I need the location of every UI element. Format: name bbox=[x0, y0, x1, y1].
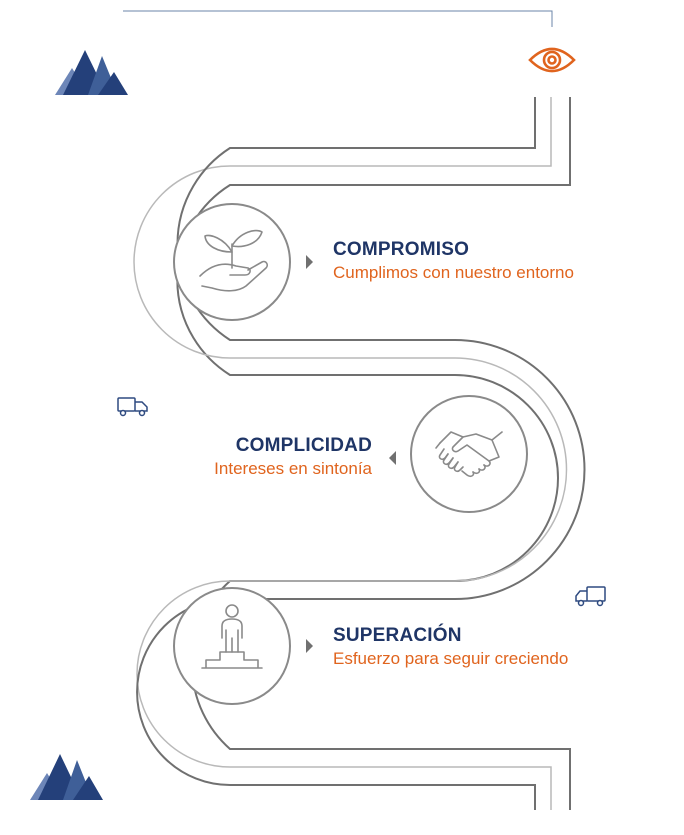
value-circle bbox=[410, 395, 528, 513]
value-title: COMPLICIDAD bbox=[235, 435, 372, 456]
pointer-arrow bbox=[306, 255, 313, 269]
handshake-icon bbox=[435, 431, 503, 478]
plant-in-hand-icon bbox=[199, 229, 269, 292]
mountains-icon bbox=[30, 754, 103, 800]
eye-icon bbox=[528, 47, 576, 73]
value-title: COMPROMISO bbox=[333, 239, 470, 260]
value-subtitle: Intereses en sintonía bbox=[214, 458, 372, 478]
value-title: SUPERACIÓN bbox=[333, 625, 462, 646]
value-subtitle: Cumplimos con nuestro entorno bbox=[333, 262, 574, 282]
value-label-complicidad: COMPLICIDAD Intereses en sintonía bbox=[214, 434, 372, 479]
value-subtitle: Esfuerzo para seguir creciendo bbox=[333, 648, 569, 668]
value-label-compromiso: COMPROMISO Cumplimos con nuestro entorno bbox=[333, 238, 574, 283]
value-label-superacion: SUPERACIÓN Esfuerzo para seguir creciend… bbox=[333, 624, 568, 669]
truck-icon bbox=[117, 397, 148, 417]
truck-icon bbox=[575, 586, 606, 607]
pointer-arrow bbox=[389, 451, 396, 465]
top-line bbox=[123, 10, 553, 27]
road-center-line bbox=[133, 97, 568, 810]
mountains-icon bbox=[55, 50, 128, 95]
pointer-arrow bbox=[306, 639, 313, 653]
person-on-podium-icon bbox=[201, 604, 263, 669]
